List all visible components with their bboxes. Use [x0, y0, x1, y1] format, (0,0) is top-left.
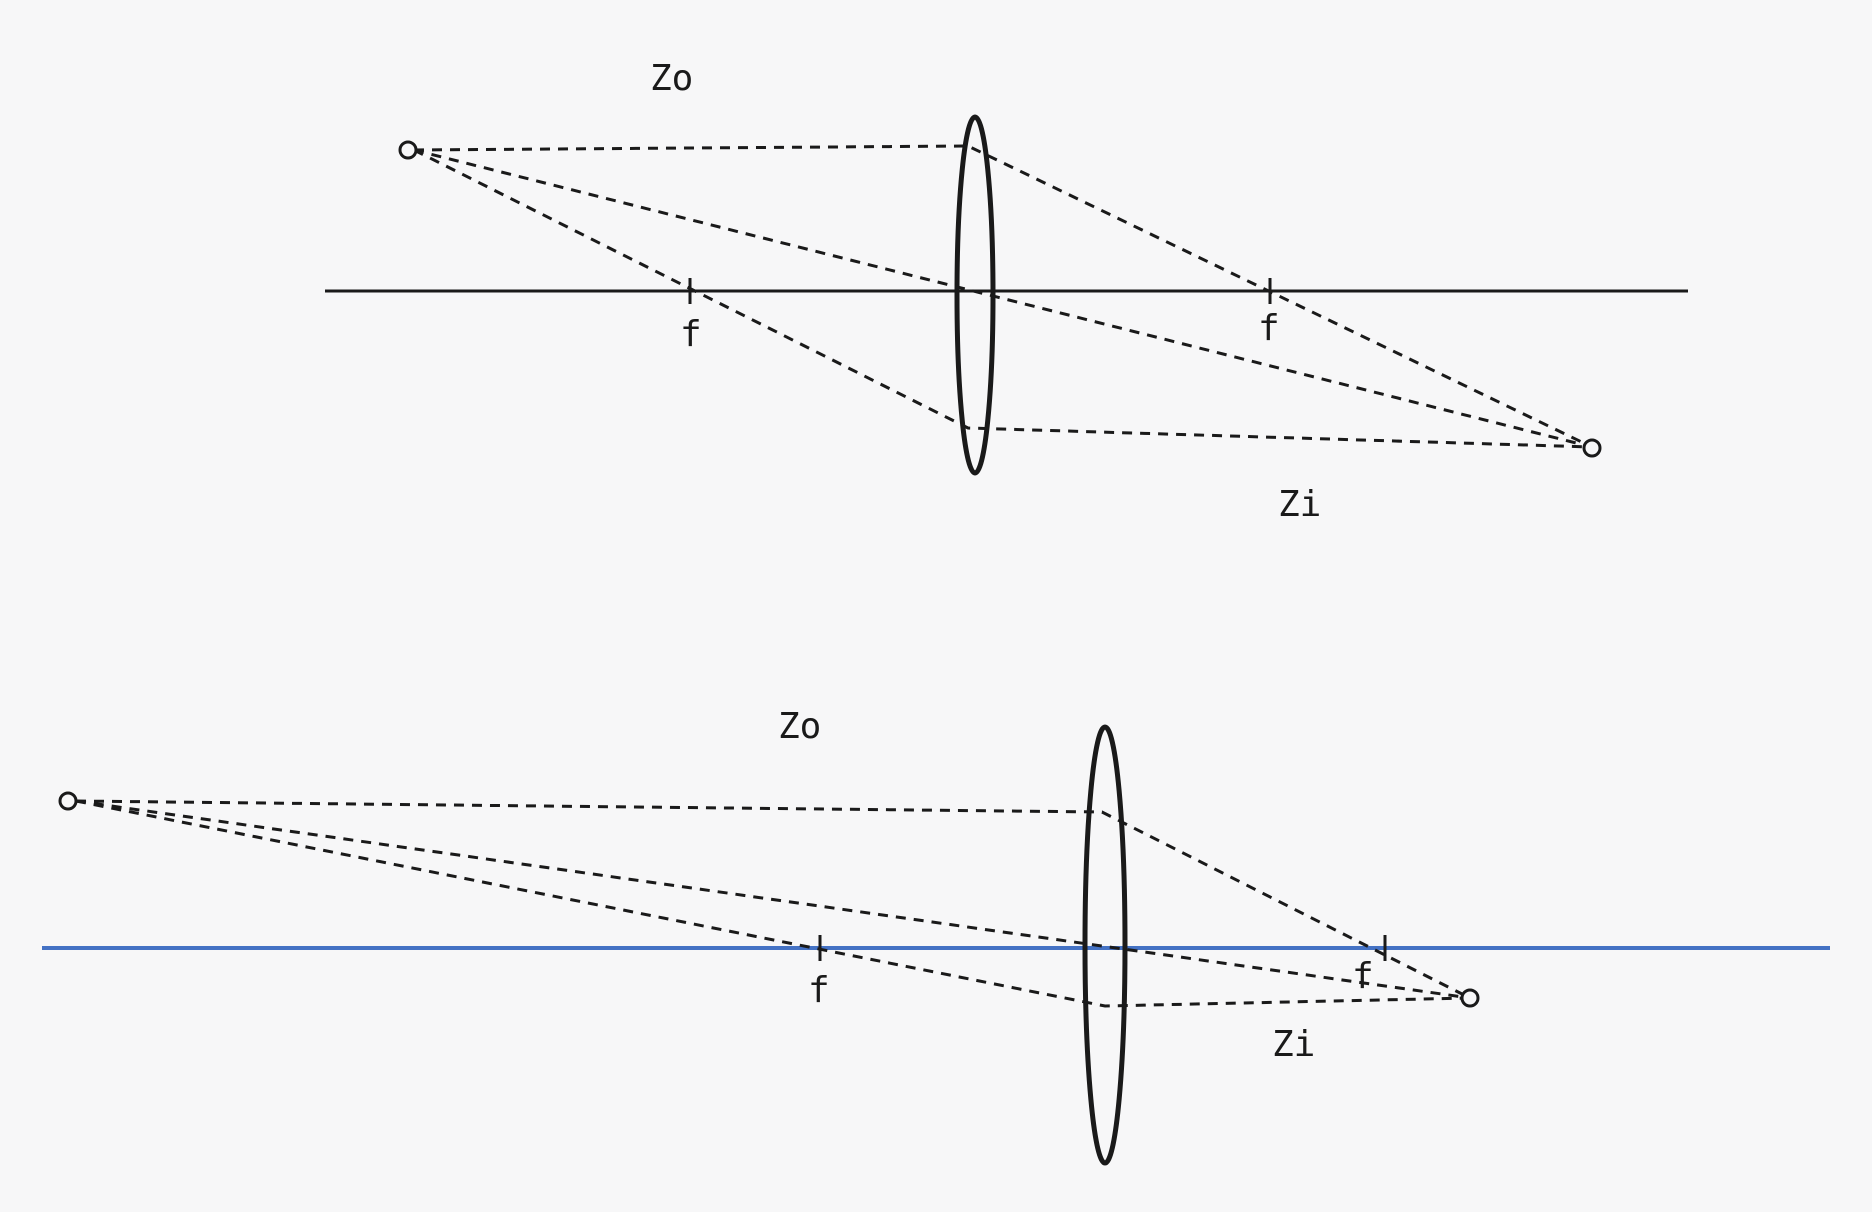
image-distance-label: Zi: [1272, 1024, 1315, 1065]
image-distance-label: Zi: [1278, 484, 1321, 525]
chief-ray: [413, 148, 1593, 449]
object-distance-label: Zo: [778, 706, 821, 747]
back-focal-label: f: [1352, 956, 1374, 997]
object-point: [398, 140, 418, 160]
lens: [1082, 724, 1128, 1166]
lens: [954, 114, 996, 476]
image-point: [1460, 988, 1480, 1008]
focal-ray: [413, 148, 1593, 449]
front-focal-label: f: [808, 970, 830, 1011]
front-focal-label: f: [680, 314, 702, 355]
parallel-ray: [75, 799, 1471, 1000]
object-distance-label: Zo: [650, 58, 693, 99]
object-point: [58, 791, 78, 811]
focal-ray: [75, 799, 1471, 1008]
back-focal-label: f: [1258, 308, 1280, 349]
image-point: [1582, 438, 1602, 458]
chief-ray: [75, 799, 1471, 1000]
parallel-ray: [413, 144, 1593, 449]
